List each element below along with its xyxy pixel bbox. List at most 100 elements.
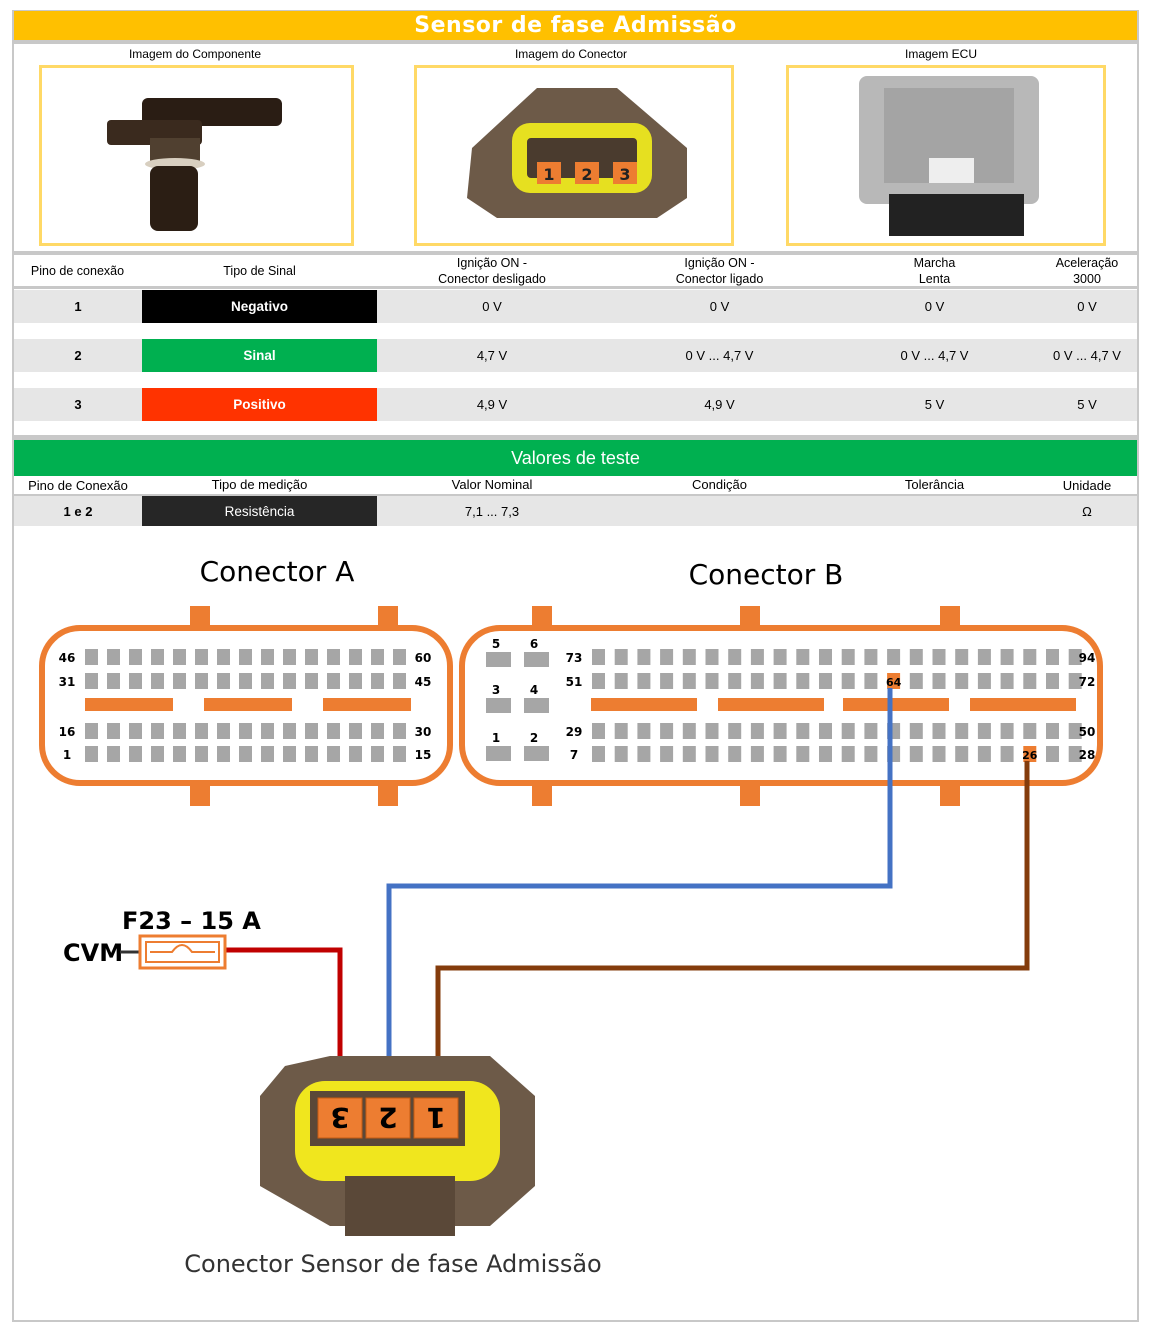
test-type: Resistência <box>142 496 377 526</box>
pin <box>129 723 142 739</box>
pin <box>195 746 208 762</box>
pin-highlighted <box>887 673 901 689</box>
connector-a-title: Conector A <box>200 555 355 588</box>
pin <box>705 649 719 665</box>
pin <box>1046 723 1059 739</box>
pin <box>864 649 878 665</box>
ecu-image-label: Imagem ECU <box>904 47 978 61</box>
pin <box>682 746 696 762</box>
pin <box>129 673 142 689</box>
pin <box>261 673 274 689</box>
pin <box>977 746 991 762</box>
pin <box>728 746 742 762</box>
signal-type: Negativo <box>142 290 377 323</box>
header-line: Marcha <box>913 256 956 270</box>
pin <box>151 723 164 739</box>
pin <box>1023 649 1037 665</box>
pin <box>750 723 764 739</box>
measured-value: 0 V <box>709 299 730 314</box>
pin <box>327 746 340 762</box>
pin <box>151 746 164 762</box>
pin <box>955 673 969 689</box>
measured-value: 5 V <box>1077 397 1097 412</box>
measured-value: 0 V ... 4,7 V <box>900 348 969 363</box>
pin <box>773 746 787 762</box>
connector-b-title: Conector B <box>689 558 844 591</box>
fuse-icon <box>120 934 227 970</box>
pin <box>592 673 605 689</box>
pin <box>819 649 832 665</box>
pin <box>195 673 208 689</box>
pin <box>327 649 340 665</box>
pin-number: 2 <box>581 165 592 184</box>
pin <box>728 649 742 665</box>
pin <box>841 746 855 762</box>
pin <box>682 723 696 739</box>
pin <box>486 698 511 713</box>
pin-label: 6 <box>530 637 538 651</box>
sensor-pin <box>413 1097 459 1139</box>
pin <box>327 673 340 689</box>
pin <box>977 649 991 665</box>
fuse-label: F23 – 15 A <box>122 907 261 935</box>
pin-highlighted <box>1023 746 1037 762</box>
pin <box>305 746 318 762</box>
test-values-title: Valores de teste <box>14 440 1137 476</box>
pin <box>151 673 164 689</box>
pin <box>909 649 923 665</box>
pin <box>371 746 384 762</box>
pin <box>1023 673 1037 689</box>
header-line: Ignição ON - <box>684 256 755 270</box>
measured-value: 0 V ... 4,7 V <box>685 348 754 363</box>
pin <box>977 673 991 689</box>
header-line: 3000 <box>1073 272 1101 286</box>
pin <box>129 746 142 762</box>
pin <box>592 723 605 739</box>
pin <box>173 673 186 689</box>
pin <box>239 673 252 689</box>
component-image-label: Imagem do Componente <box>128 47 262 61</box>
source-label: CVM <box>63 939 123 967</box>
pin <box>486 746 511 761</box>
pin <box>932 723 946 739</box>
page-title: Sensor de fase Admissão <box>14 11 1137 40</box>
pin <box>637 723 651 739</box>
pin <box>977 723 991 739</box>
pin-number: 3 <box>330 1101 349 1134</box>
pin <box>537 162 561 184</box>
pin <box>327 723 340 739</box>
header-signal: Tipo de Sinal <box>223 264 296 278</box>
pin <box>1068 673 1082 689</box>
pin <box>217 673 230 689</box>
pin <box>841 673 855 689</box>
pin <box>660 673 674 689</box>
measured-value: 0 V <box>1077 299 1097 314</box>
signal-type: Sinal <box>142 339 377 372</box>
pin <box>151 649 164 665</box>
pin <box>1000 723 1014 739</box>
divider <box>14 251 1137 255</box>
pin-label: 29 <box>566 725 583 739</box>
test-row: 1 e 2 Resistência 7,1 ... 7,3 Ω <box>14 494 1137 526</box>
pin <box>195 649 208 665</box>
pin <box>173 746 186 762</box>
pin <box>705 746 719 762</box>
pin <box>887 649 901 665</box>
pin <box>660 649 674 665</box>
pin-label: 64 <box>886 676 902 689</box>
divider <box>14 435 1137 440</box>
pin <box>1046 746 1059 762</box>
pin <box>637 746 651 762</box>
pin <box>864 746 878 762</box>
pin <box>909 746 923 762</box>
pin <box>486 652 511 667</box>
pin <box>819 723 832 739</box>
connector-image-label: Imagem do Conector <box>514 47 628 61</box>
measured-value: 0 V <box>482 299 502 314</box>
pin <box>796 673 810 689</box>
pin <box>819 746 832 762</box>
